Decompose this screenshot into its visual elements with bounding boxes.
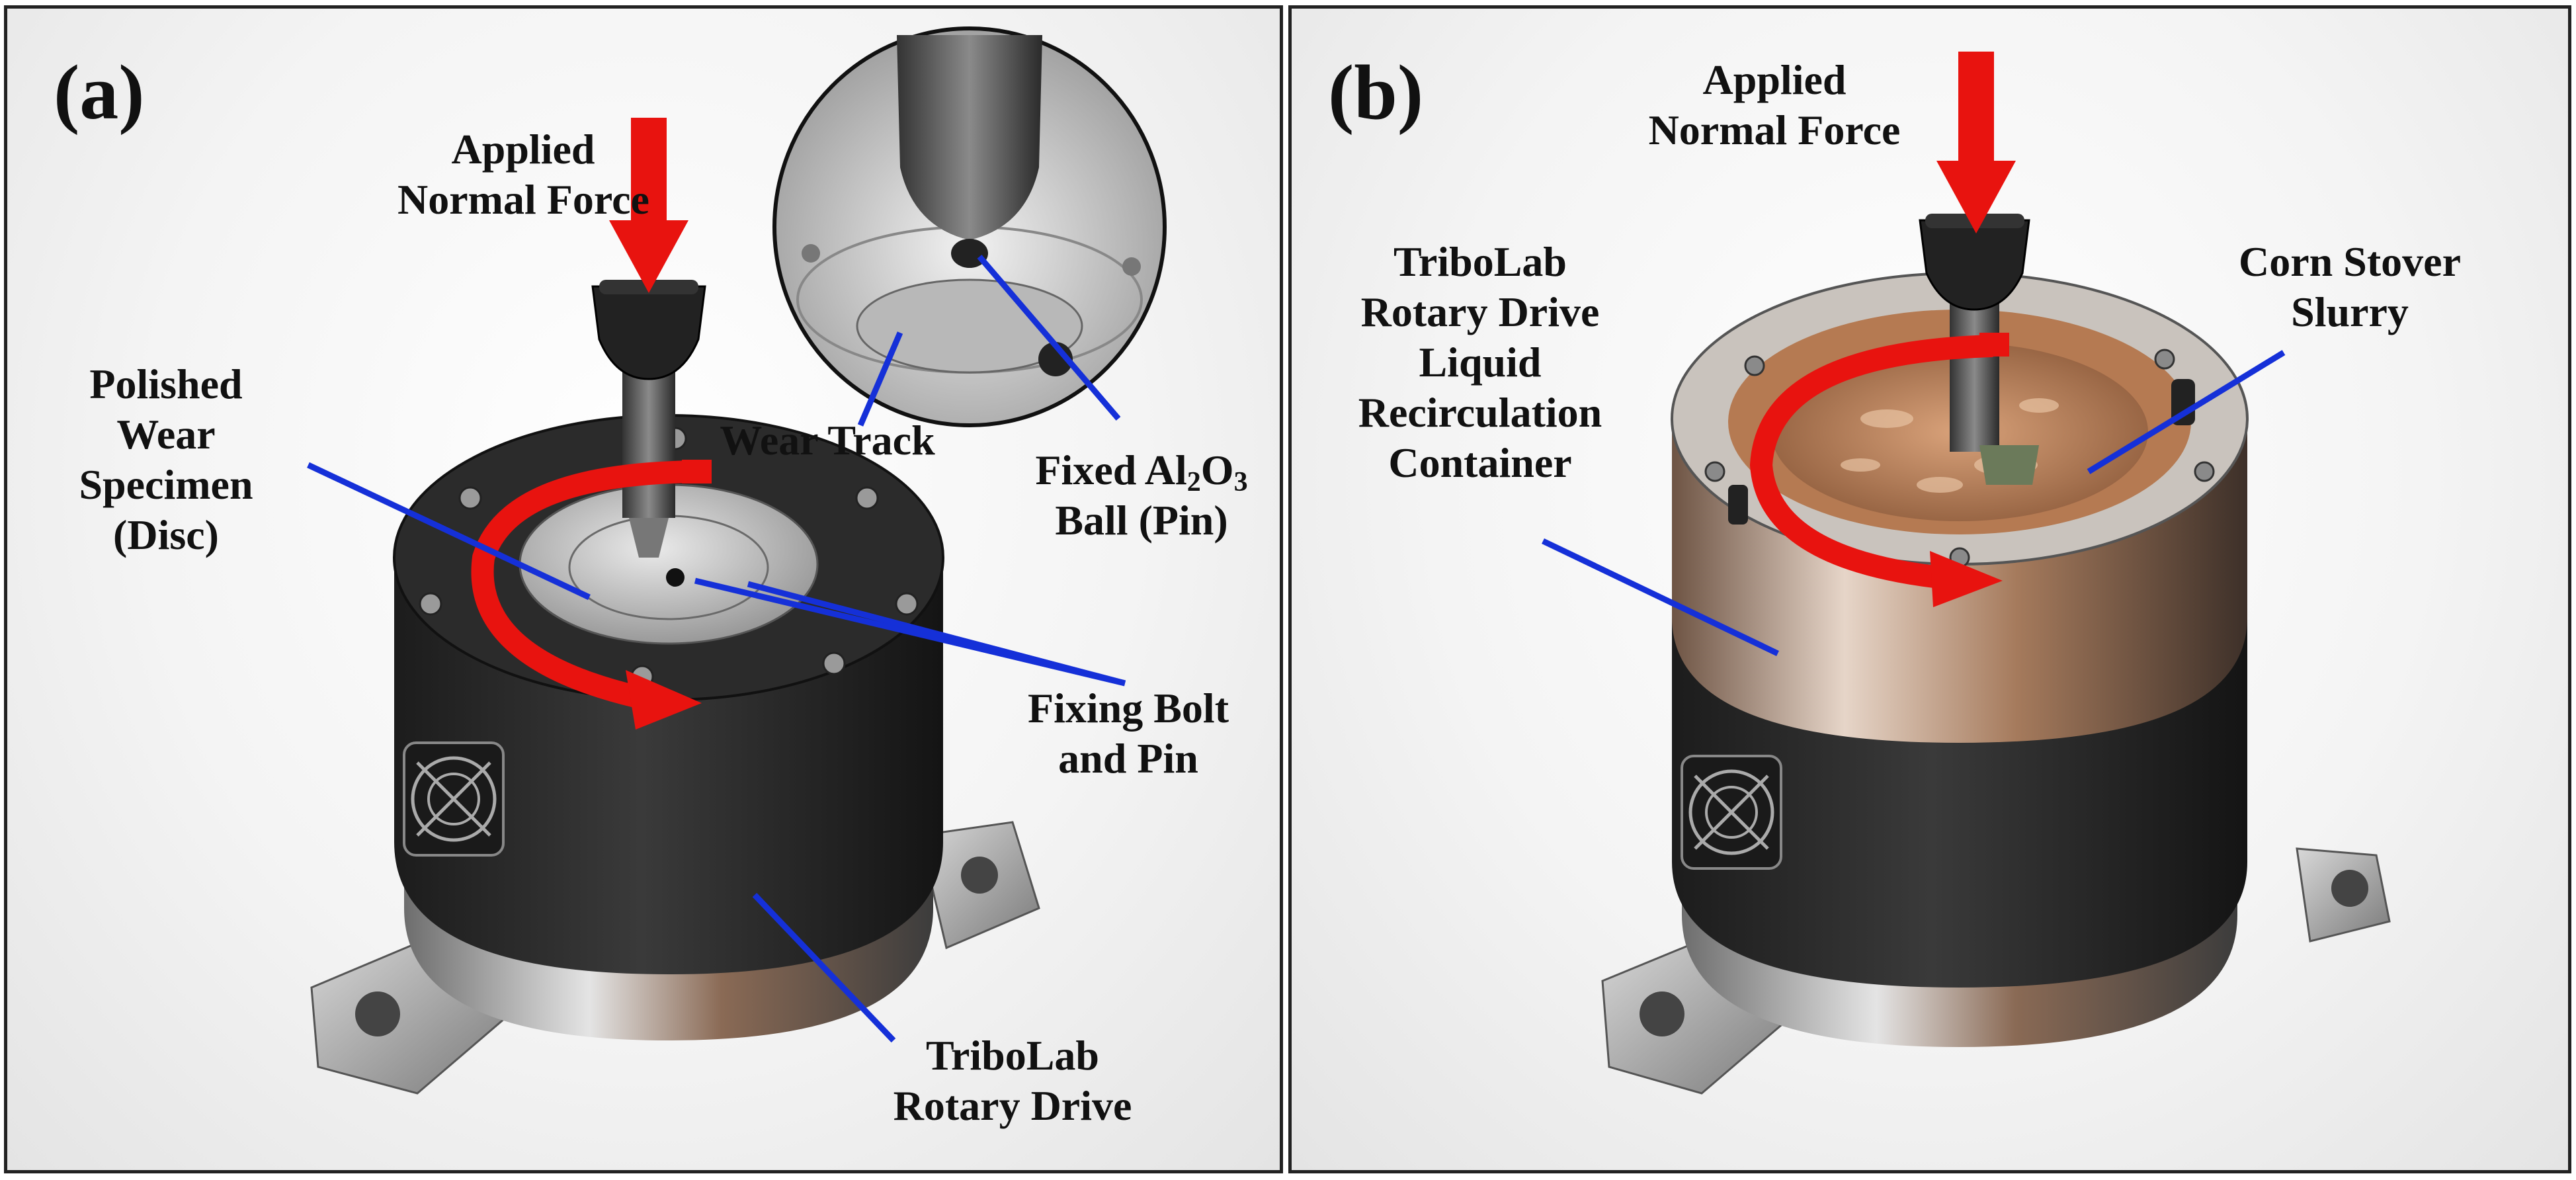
label-fixed-al2o3-ball: Fixed Al2O3 Ball (Pin) xyxy=(1035,446,1248,544)
rotation-arrow xyxy=(471,460,712,730)
top-knob-left xyxy=(1728,485,1748,525)
applied-force-arrow xyxy=(1936,52,2016,233)
fan-grille-icon xyxy=(1681,755,1782,870)
pin-holder xyxy=(591,280,706,558)
pointer-fixing-bolt-2 xyxy=(747,581,1126,687)
pointer-rotary-drive xyxy=(752,892,896,1043)
fixing-bolt xyxy=(666,568,685,587)
pointer-lines xyxy=(307,255,1126,1043)
panel-letter-b: (b) xyxy=(1328,49,1424,136)
pointer-fixed-ball xyxy=(977,255,1121,421)
label-wear-track: Wear Track xyxy=(720,417,935,464)
panel-a-illustration xyxy=(307,26,1167,1095)
pointer-lines-b xyxy=(1542,350,2286,657)
fan-grille-icon xyxy=(403,741,505,857)
pointer-polished-specimen xyxy=(307,462,591,601)
pin-holder-b xyxy=(1919,214,2039,485)
panel-b-illustration xyxy=(1542,52,2391,1095)
applied-force-arrow xyxy=(609,118,688,293)
pointer-slurry xyxy=(2087,350,2286,474)
panel-letter-a: (a) xyxy=(54,49,145,136)
rotation-arrow xyxy=(1749,333,2009,607)
pointer-wear-track xyxy=(857,331,903,427)
inset-magnified-view xyxy=(772,26,1167,427)
pointer-container xyxy=(1542,538,1779,657)
